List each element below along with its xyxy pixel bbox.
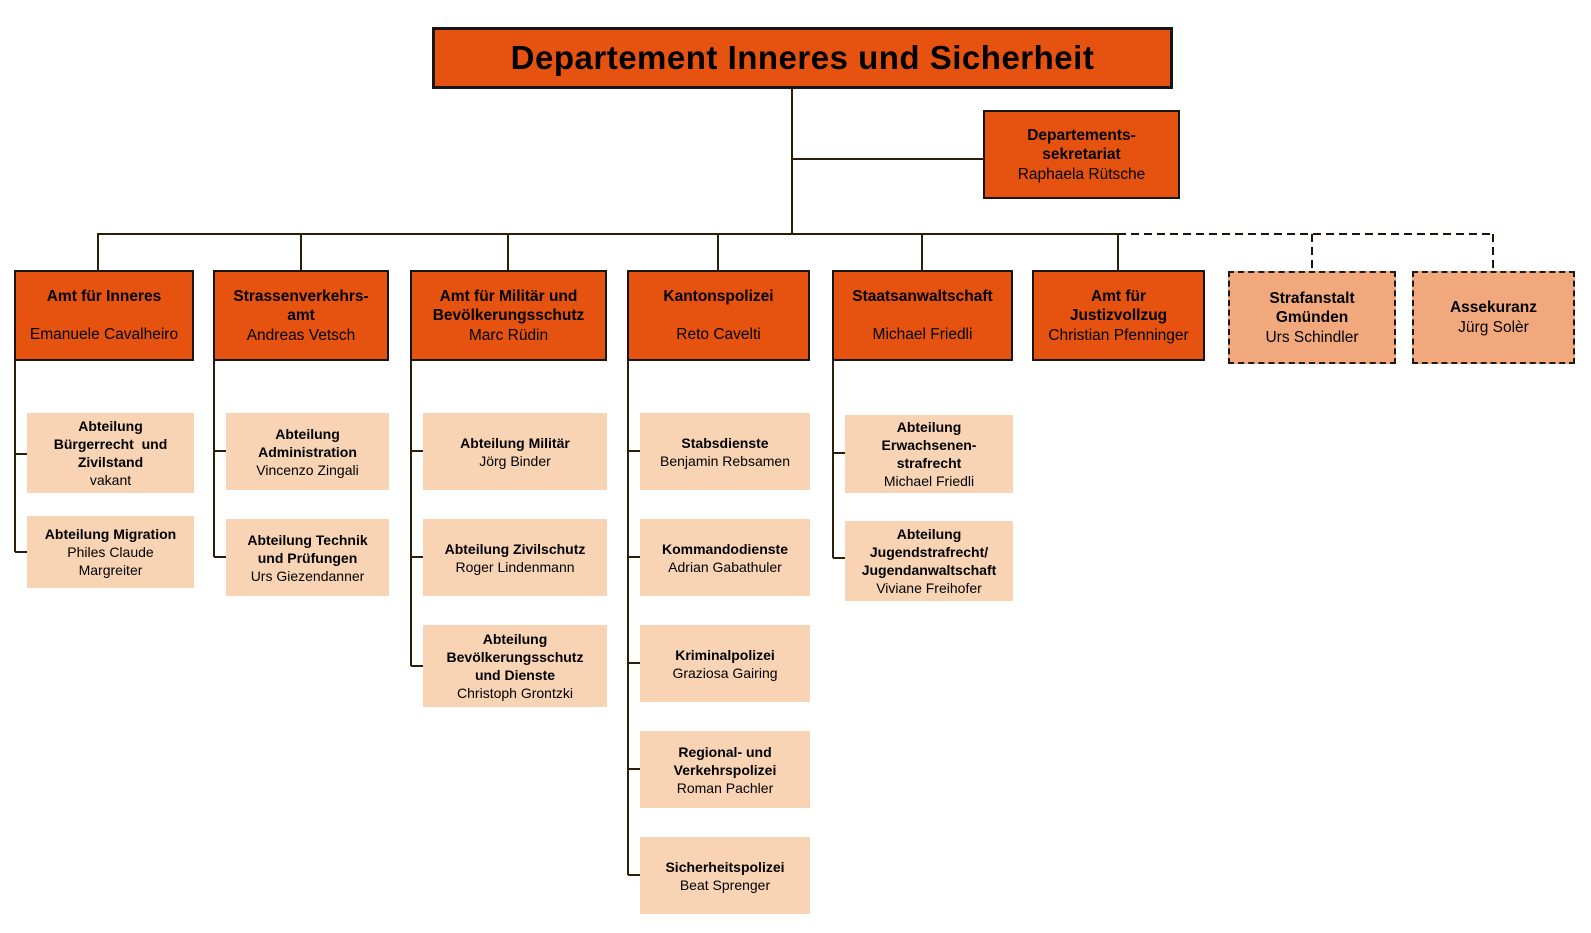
org-subunit-administration: Abteilung Administration Vincenzo Zingal…	[226, 413, 389, 490]
subunit-head-name: Jörg Binder	[479, 452, 551, 469]
org-subunit-sicherheitspolizei: Sicherheitspolizei Beat Sprenger	[640, 837, 810, 914]
unit-title: Staatsanwaltschaft	[852, 288, 993, 305]
department-root-box: Departement Inneres und Sicherheit	[432, 27, 1173, 89]
org-subunit-bevoelkerungsschutz-dienste: Abteilung Bevölkerungsschutz und Dienste…	[423, 625, 607, 707]
subunit-title: Abteilung Zivilschutz	[444, 540, 586, 557]
subunit-title: Abteilung Administration	[258, 425, 357, 460]
org-subunit-militaer: Abteilung Militär Jörg Binder	[423, 413, 607, 490]
subunit-head-name: Roger Lindenmann	[455, 558, 575, 575]
subunit-head-name: Viviane Freihofer	[876, 580, 982, 596]
unit-title: Assekuranz	[1449, 299, 1537, 316]
unit-head-name: Andreas Vetsch	[246, 326, 356, 344]
unit-title: Strafanstalt Gmünden	[1269, 289, 1355, 326]
unit-head-name: Michael Friedli	[872, 326, 973, 343]
unit-title: Amt für Militär und Bevölkerungsschutz	[432, 287, 585, 324]
subunit-title: Abteilung Migration	[44, 526, 177, 542]
org-subunit-stabsdienste: Stabsdienste Benjamin Rebsamen	[640, 413, 810, 490]
subunit-title: Abteilung Militär	[460, 434, 570, 451]
subunit-title: Abteilung Jugendstrafrecht/ Jugendanwalt…	[861, 526, 997, 578]
subunit-title: Kriminalpolizei	[675, 646, 775, 663]
org-unit-amt-fuer-inneres: Amt für Inneres Emanuele Cavalheiro	[14, 270, 194, 361]
subunit-head-name: Adrian Gabathuler	[668, 558, 782, 575]
org-subunit-jugendstrafrecht-jugendanwaltschaft: Abteilung Jugendstrafrecht/ Jugendanwalt…	[845, 521, 1013, 601]
unit-title: Departements- sekretariat	[1027, 126, 1136, 163]
org-unit-assekuranz: Assekuranz Jürg Solèr	[1412, 271, 1575, 364]
subunit-head-name: vakant	[89, 472, 132, 488]
subunit-title: Regional- und Verkehrspolizei	[673, 743, 777, 778]
unit-head-name: Reto Cavelti	[676, 326, 761, 343]
org-subunit-kommandodienste: Kommandodienste Adrian Gabathuler	[640, 519, 810, 596]
org-unit-strassenverkehrsamt: Strassenverkehrs- amt Andreas Vetsch	[213, 270, 389, 361]
org-subunit-erwachsenenstrafrecht: Abteilung Erwachsenen- strafrecht Michae…	[845, 415, 1013, 493]
org-subunit-migration: Abteilung Migration Philes Claude Margre…	[27, 516, 194, 588]
subunit-head-name: Roman Pachler	[676, 779, 774, 796]
unit-head-name: Marc Rüdin	[468, 326, 549, 344]
unit-head-name: Christian Pfenninger	[1048, 326, 1189, 344]
subunit-head-name: Urs Giezendanner	[250, 567, 365, 584]
org-unit-amt-militaer-bevoelkerungsschutz: Amt für Militär und Bevölkerungsschutz M…	[410, 270, 607, 361]
subunit-head-name: Michael Friedli	[883, 473, 975, 489]
unit-title: Amt für Inneres	[46, 288, 162, 305]
subunit-head-name: Philes Claude Margreiter	[67, 544, 154, 578]
subunit-head-name: Vincenzo Zingali	[256, 461, 359, 478]
subunit-title: Abteilung Technik und Prüfungen	[247, 531, 368, 566]
org-unit-amt-justizvollzug: Amt für Justizvollzug Christian Pfenning…	[1032, 270, 1205, 361]
unit-head-name: Emanuele Cavalheiro	[29, 326, 179, 343]
subunit-title: Abteilung Bürgerrecht und Zivilstand	[53, 418, 168, 470]
org-unit-departementssekretariat: Departements- sekretariat Raphaela Rütsc…	[983, 110, 1180, 199]
org-subunit-zivilschutz: Abteilung Zivilschutz Roger Lindenmann	[423, 519, 607, 596]
unit-title: Strassenverkehrs- amt	[233, 287, 369, 324]
unit-title: Amt für Justizvollzug	[1069, 287, 1168, 324]
subunit-title: Kommandodienste	[661, 540, 788, 557]
subunit-title: Stabsdienste	[681, 434, 769, 451]
subunit-title: Sicherheitspolizei	[665, 858, 785, 875]
org-unit-strafanstalt-gmuenden: Strafanstalt Gmünden Urs Schindler	[1228, 271, 1396, 364]
subunit-head-name: Christoph Grontzki	[457, 685, 573, 701]
org-unit-kantonspolizei: Kantonspolizei Reto Cavelti	[627, 270, 810, 361]
unit-title: Kantonspolizei	[663, 288, 774, 305]
org-subunit-kriminalpolizei: Kriminalpolizei Graziosa Gairing	[640, 625, 810, 702]
subunit-head-name: Beat Sprenger	[679, 876, 771, 893]
department-title: Departement Inneres und Sicherheit	[510, 39, 1095, 76]
unit-head-name: Raphaela Rütsche	[1017, 165, 1146, 183]
org-unit-staatsanwaltschaft: Staatsanwaltschaft Michael Friedli	[832, 270, 1013, 361]
subunit-title: Abteilung Erwachsenen- strafrecht	[881, 419, 977, 471]
unit-head-name: Jürg Solèr	[1458, 319, 1529, 336]
org-subunit-regional-verkehrspolizei: Regional- und Verkehrspolizei Roman Pach…	[640, 731, 810, 808]
subunit-head-name: Graziosa Gairing	[672, 664, 778, 681]
unit-head-name: Urs Schindler	[1265, 328, 1359, 346]
org-subunit-buergerrecht-zivilstand: Abteilung Bürgerrecht und Zivilstand vak…	[27, 413, 194, 493]
subunit-head-name: Benjamin Rebsamen	[660, 452, 790, 469]
org-subunit-technik-pruefungen: Abteilung Technik und Prüfungen Urs Giez…	[226, 519, 389, 596]
subunit-title: Abteilung Bevölkerungsschutz und Dienste	[446, 631, 584, 683]
